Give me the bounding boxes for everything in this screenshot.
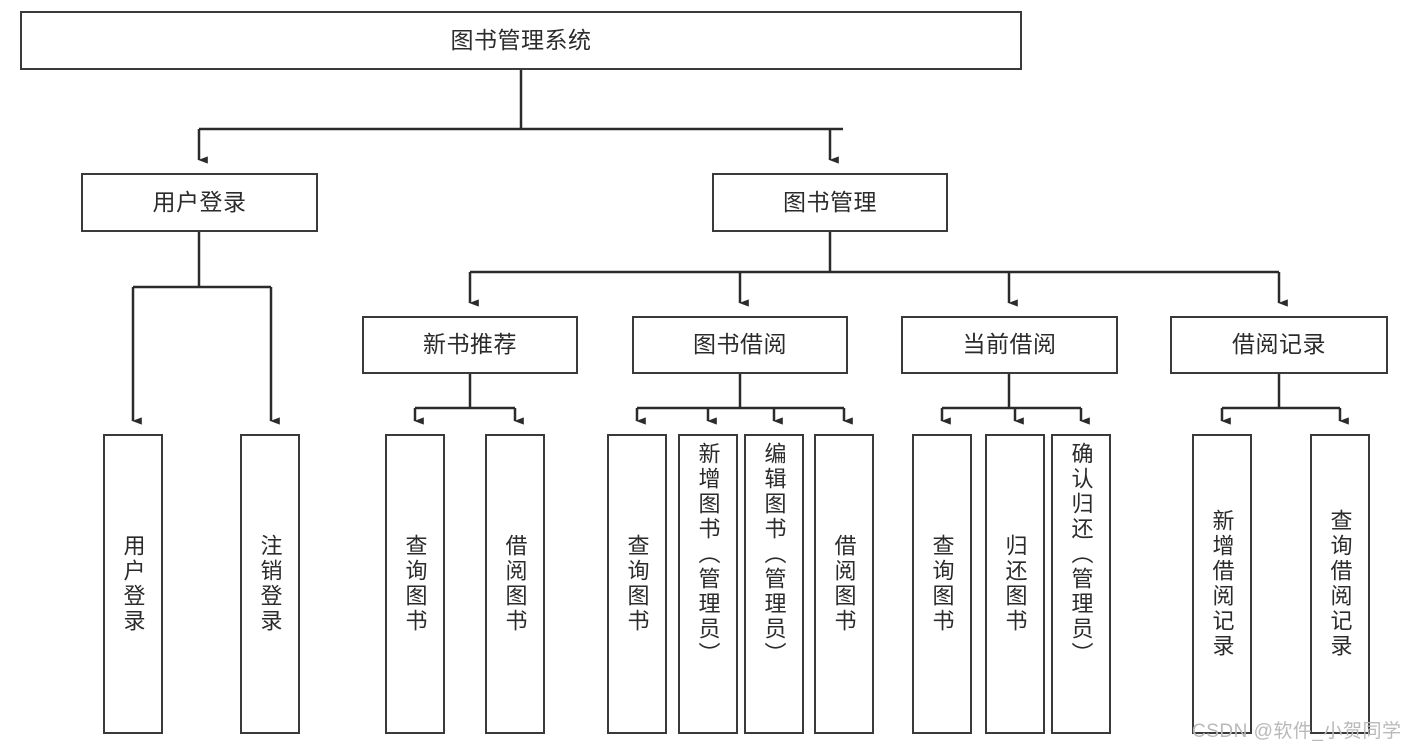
node-current-borrow[interactable]: 当前借阅 bbox=[901, 316, 1118, 374]
node-leaf-query-book-2-label: 查询图书 bbox=[624, 534, 650, 634]
node-book-management-label: 图书管理 bbox=[783, 188, 877, 215]
node-book-borrow[interactable]: 图书借阅 bbox=[632, 316, 848, 374]
node-leaf-query-borrow-record-label: 查询借阅记录 bbox=[1327, 509, 1353, 659]
node-leaf-add-book-admin[interactable]: 新增图书（管理员） bbox=[678, 434, 738, 734]
node-root-label: 图书管理系统 bbox=[450, 26, 592, 53]
node-user-login-label: 用户登录 bbox=[152, 188, 247, 215]
node-leaf-query-book-3-label: 查询图书 bbox=[929, 534, 955, 634]
node-leaf-query-borrow-record[interactable]: 查询借阅记录 bbox=[1310, 434, 1370, 734]
node-user-login[interactable]: 用户登录 bbox=[81, 173, 318, 232]
node-leaf-borrow-book-1[interactable]: 借阅图书 bbox=[485, 434, 545, 734]
node-root[interactable]: 图书管理系统 bbox=[20, 11, 1022, 70]
node-leaf-add-borrow-record[interactable]: 新增借阅记录 bbox=[1192, 434, 1252, 734]
node-leaf-add-book-admin-label: 新增图书（管理员） bbox=[695, 442, 721, 667]
node-leaf-query-book-2[interactable]: 查询图书 bbox=[607, 434, 667, 734]
node-new-book-recommend[interactable]: 新书推荐 bbox=[362, 316, 578, 374]
node-leaf-query-book-1-label: 查询图书 bbox=[402, 534, 428, 634]
node-leaf-add-borrow-record-label: 新增借阅记录 bbox=[1209, 509, 1235, 659]
node-leaf-borrow-book-2[interactable]: 借阅图书 bbox=[814, 434, 874, 734]
node-leaf-confirm-return-admin[interactable]: 确认归还（管理员） bbox=[1051, 434, 1111, 734]
node-current-borrow-label: 当前借阅 bbox=[962, 331, 1057, 358]
node-leaf-return-book-label: 归还图书 bbox=[1002, 534, 1028, 634]
node-leaf-query-book-3[interactable]: 查询图书 bbox=[912, 434, 972, 734]
node-book-management[interactable]: 图书管理 bbox=[712, 173, 948, 232]
node-leaf-confirm-return-admin-label: 确认归还（管理员） bbox=[1068, 442, 1094, 667]
node-leaf-logout-login-label: 注销登录 bbox=[257, 534, 283, 634]
node-leaf-borrow-book-2-label: 借阅图书 bbox=[831, 534, 857, 634]
node-new-book-recommend-label: 新书推荐 bbox=[423, 331, 517, 358]
node-leaf-borrow-book-1-label: 借阅图书 bbox=[502, 534, 528, 634]
node-leaf-return-book[interactable]: 归还图书 bbox=[985, 434, 1045, 734]
node-leaf-user-login[interactable]: 用户登录 bbox=[103, 434, 163, 734]
node-leaf-edit-book-admin[interactable]: 编辑图书（管理员） bbox=[744, 434, 804, 734]
node-leaf-logout-login[interactable]: 注销登录 bbox=[240, 434, 300, 734]
csdn-watermark: CSDN @软件_小贺同学 bbox=[1192, 721, 1402, 742]
node-leaf-edit-book-admin-label: 编辑图书（管理员） bbox=[761, 442, 787, 667]
node-book-borrow-label: 图书借阅 bbox=[693, 331, 787, 358]
node-borrow-record-label: 借阅记录 bbox=[1232, 331, 1326, 358]
node-borrow-record[interactable]: 借阅记录 bbox=[1170, 316, 1388, 374]
node-leaf-user-login-label: 用户登录 bbox=[120, 534, 146, 634]
node-leaf-query-book-1[interactable]: 查询图书 bbox=[385, 434, 445, 734]
